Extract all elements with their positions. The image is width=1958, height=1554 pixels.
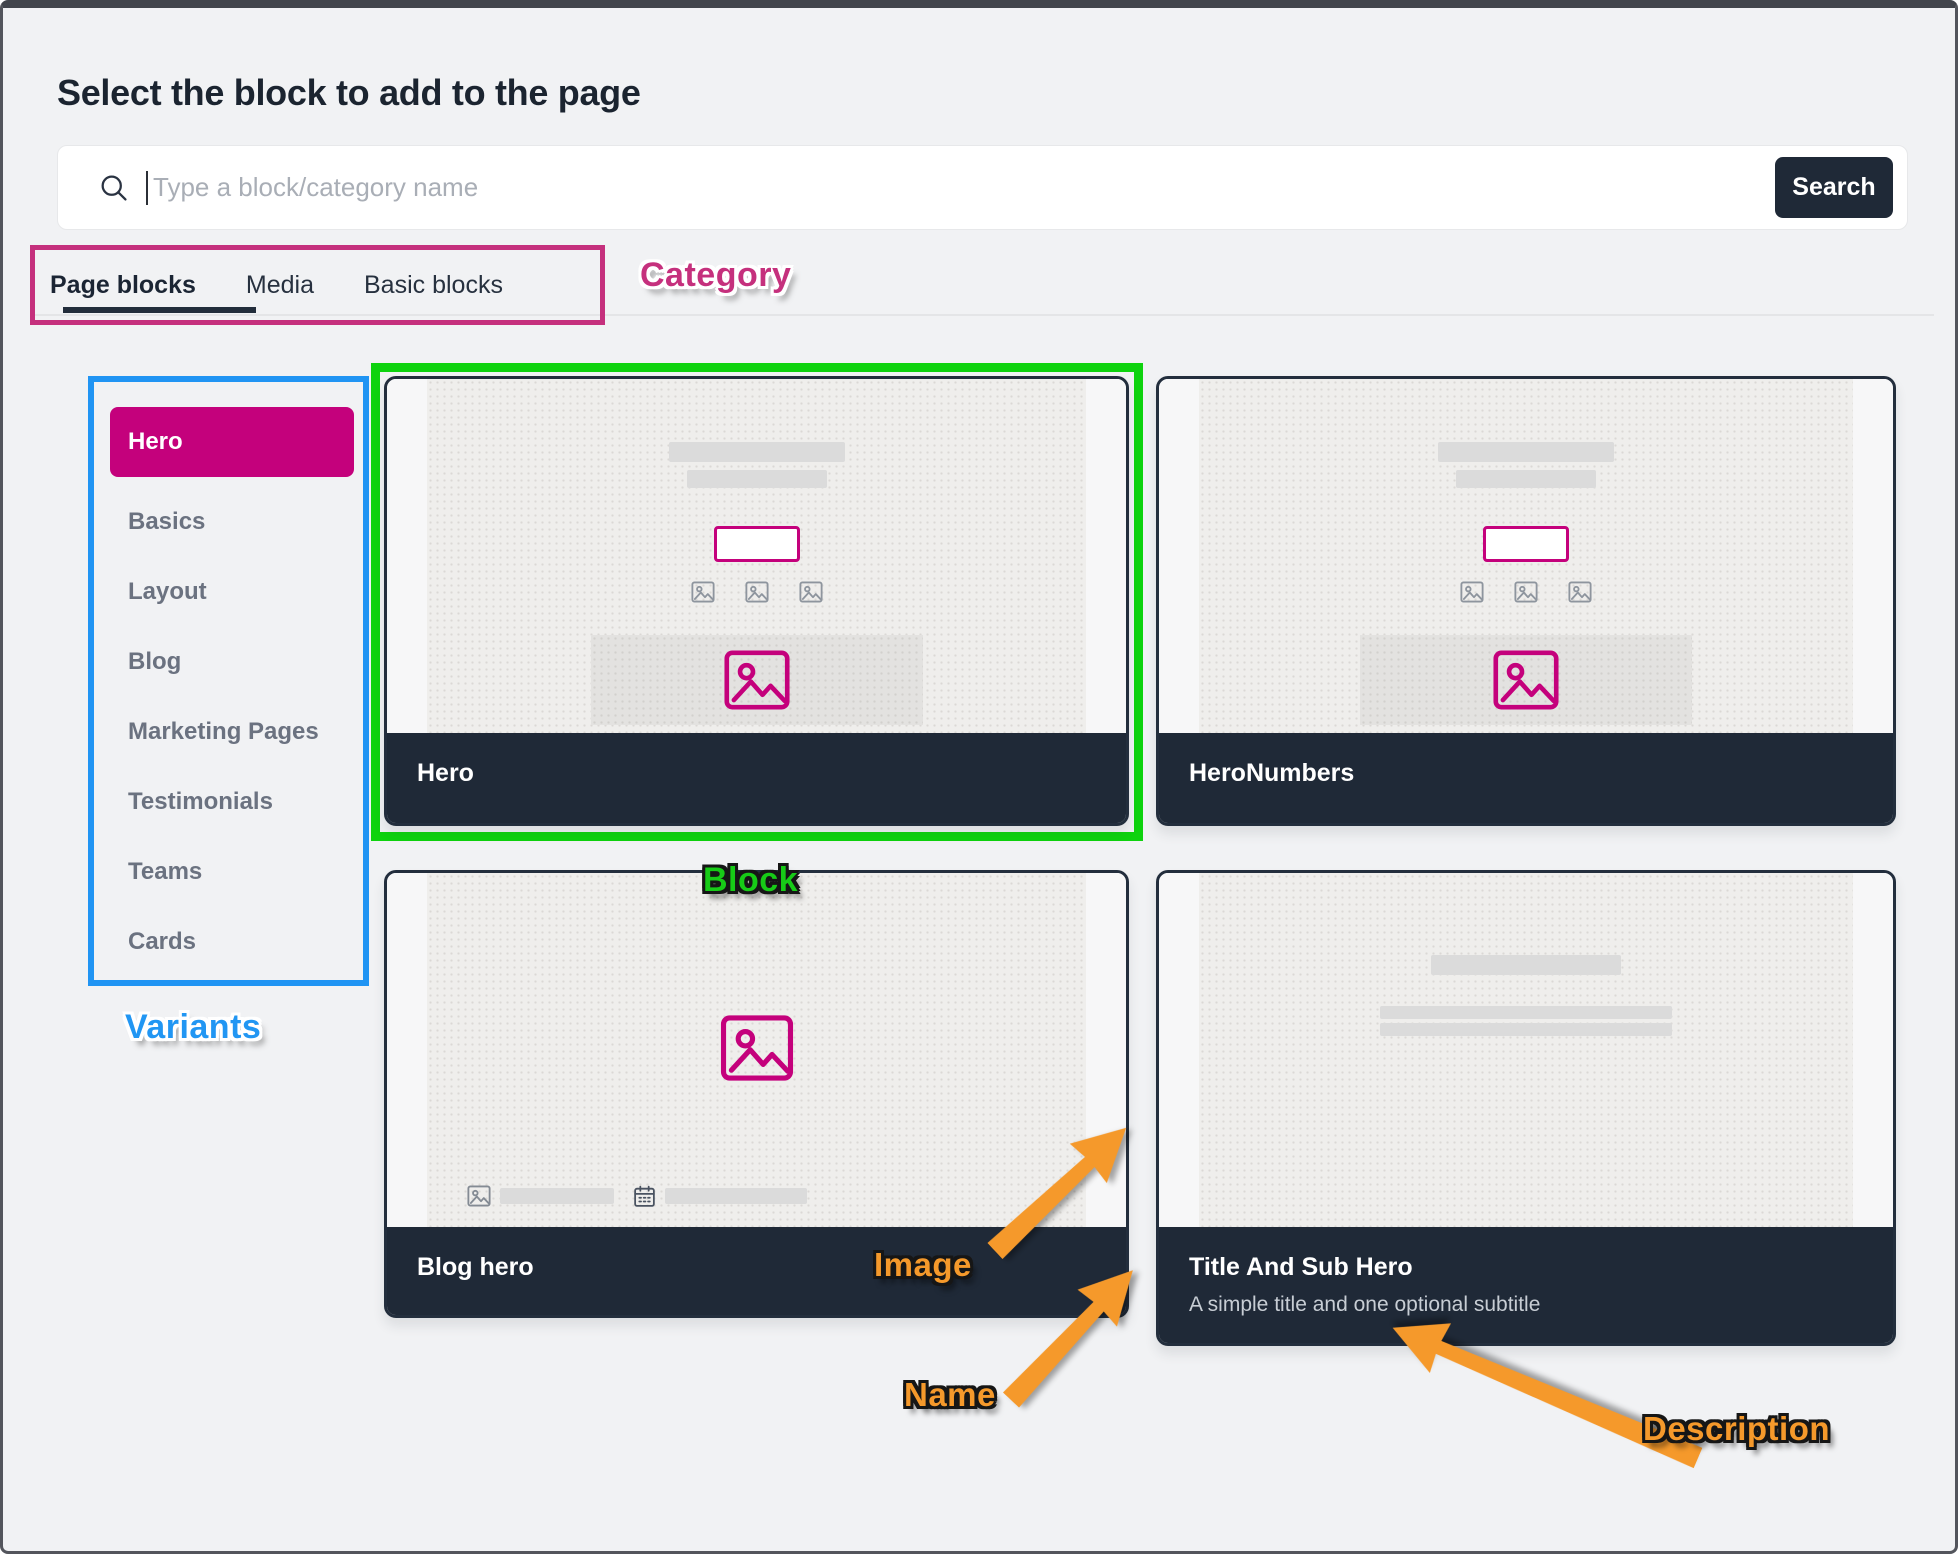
category-tabbar: Page blocks Media Basic blocks bbox=[50, 250, 503, 320]
sidebar-item-marketing-pages[interactable]: Marketing Pages bbox=[128, 718, 319, 745]
search-bar: Search bbox=[57, 145, 1908, 230]
block-preview bbox=[387, 379, 1126, 733]
block-card-heronumbers[interactable]: HeroNumbers bbox=[1156, 376, 1896, 826]
image-placeholder-icon bbox=[798, 579, 824, 605]
skeleton-title-bar bbox=[668, 442, 845, 462]
tab-basic-blocks[interactable]: Basic blocks bbox=[364, 270, 503, 299]
description-annotation-label: Description bbox=[1643, 1410, 1831, 1447]
search-button[interactable]: Search bbox=[1775, 157, 1893, 218]
tabbar-divider bbox=[30, 314, 1934, 316]
skeleton-subtitle-bar bbox=[1380, 1023, 1672, 1036]
skeleton-button bbox=[1483, 526, 1569, 562]
search-input[interactable] bbox=[148, 172, 1775, 203]
image-annotation-label: Image bbox=[874, 1246, 972, 1283]
block-footer: Title And Sub Hero A simple title and on… bbox=[1159, 1227, 1893, 1343]
block-card-blog-hero[interactable]: Blog hero bbox=[384, 870, 1129, 1318]
active-tab-underline bbox=[63, 307, 256, 313]
skeleton-text-bar bbox=[665, 1188, 807, 1204]
image-placeholder-icon bbox=[720, 643, 794, 717]
category-annotation-label: Category bbox=[640, 256, 792, 294]
block-name: HeroNumbers bbox=[1189, 759, 1355, 787]
image-placeholder-icon bbox=[690, 579, 716, 605]
sidebar-item-hero[interactable]: Hero bbox=[110, 407, 354, 477]
block-name: Blog hero bbox=[417, 1253, 534, 1281]
skeleton-button bbox=[713, 526, 800, 562]
image-placeholder-icon bbox=[716, 1007, 798, 1089]
block-footer: HeroNumbers bbox=[1159, 733, 1893, 823]
variants-annotation-label: Variants bbox=[125, 1008, 262, 1046]
block-description: A simple title and one optional subtitle bbox=[1189, 1293, 1541, 1316]
magnifier-icon bbox=[98, 172, 130, 204]
block-annotation-label: Block bbox=[703, 861, 799, 899]
sidebar-item-layout[interactable]: Layout bbox=[128, 578, 207, 605]
skeleton-subtitle-bar bbox=[1456, 470, 1596, 488]
sidebar-item-label: Hero bbox=[128, 428, 183, 455]
tab-media[interactable]: Media bbox=[245, 270, 314, 299]
image-placeholder-icon bbox=[1489, 643, 1563, 717]
calendar-icon bbox=[632, 1184, 657, 1209]
image-placeholder-icon bbox=[1567, 579, 1593, 605]
variants-annotation-box: Hero Basics Layout Blog Marketing Pages … bbox=[88, 376, 369, 986]
category-annotation-box bbox=[30, 245, 605, 325]
name-annotation-label: Name bbox=[904, 1376, 996, 1413]
skeleton-banner bbox=[590, 635, 923, 725]
text-caret bbox=[146, 170, 148, 205]
skeleton-title-bar bbox=[1431, 955, 1621, 975]
image-placeholder-icon bbox=[744, 579, 770, 605]
block-annotation-box bbox=[371, 363, 1143, 841]
block-card-hero[interactable]: Hero bbox=[384, 376, 1129, 826]
sidebar-item-testimonials[interactable]: Testimonials bbox=[128, 788, 273, 815]
image-placeholder-icon bbox=[1459, 579, 1485, 605]
sidebar-item-teams[interactable]: Teams bbox=[128, 858, 203, 885]
skeleton-subtitle-bar bbox=[686, 470, 827, 488]
block-footer: Blog hero bbox=[387, 1227, 1126, 1315]
block-preview bbox=[1159, 379, 1893, 733]
skeleton-title-bar bbox=[1438, 442, 1614, 462]
block-name: Title And Sub Hero bbox=[1189, 1253, 1413, 1281]
block-card-title-and-sub-hero[interactable]: Title And Sub Hero A simple title and on… bbox=[1156, 870, 1896, 1346]
block-footer: Hero bbox=[387, 733, 1126, 823]
page-title: Select the block to add to the page bbox=[57, 72, 641, 113]
sidebar-item-cards[interactable]: Cards bbox=[128, 928, 197, 955]
sidebar-item-blog[interactable]: Blog bbox=[128, 648, 182, 675]
skeleton-banner bbox=[1360, 635, 1692, 725]
image-placeholder-icon bbox=[1513, 579, 1539, 605]
image-placeholder-icon bbox=[466, 1183, 492, 1209]
tab-page-blocks[interactable]: Page blocks bbox=[50, 270, 196, 299]
block-name: Hero bbox=[417, 759, 474, 787]
skeleton-subtitle-bar bbox=[1380, 1006, 1672, 1019]
sidebar-item-basics[interactable]: Basics bbox=[128, 508, 206, 535]
block-preview bbox=[387, 873, 1126, 1227]
block-preview bbox=[1159, 873, 1893, 1227]
skeleton-text-bar bbox=[500, 1188, 614, 1204]
